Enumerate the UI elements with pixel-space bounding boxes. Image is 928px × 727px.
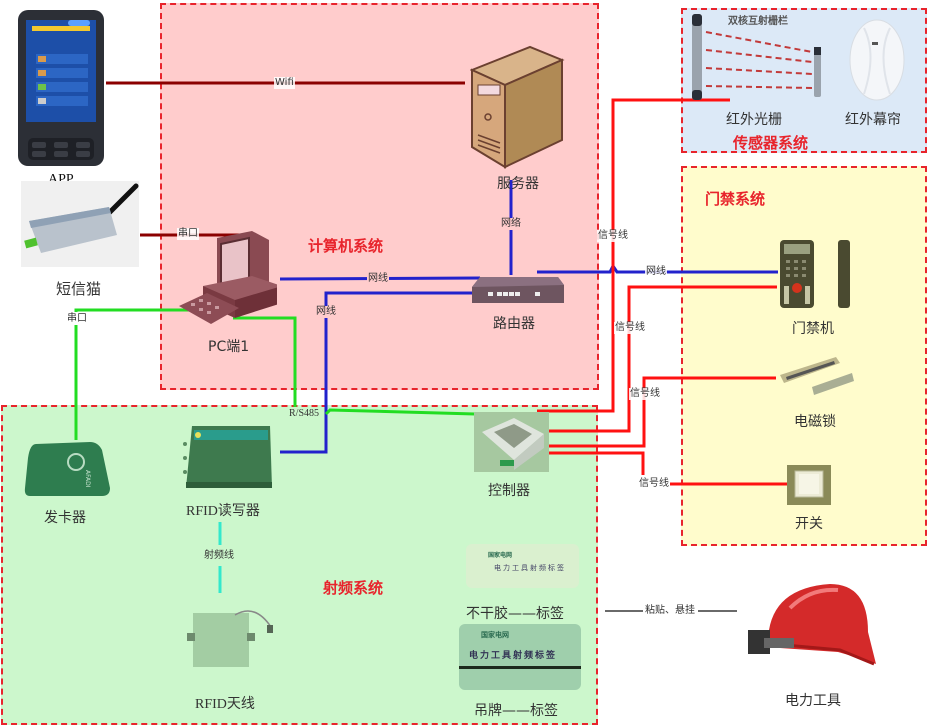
wire-label-signal-2: 信号线 — [614, 322, 646, 334]
switch-device[interactable] — [787, 465, 831, 505]
tag-brand: 国家电网 — [488, 552, 513, 559]
wire-signal-sensor — [537, 98, 730, 413]
zone-title: 传感器系统 — [733, 134, 809, 152]
wire-label-serial-sms: 串口 — [177, 228, 199, 240]
zone-title: 门禁系统 — [705, 190, 766, 208]
tag-text: 电力工具射频标签 — [494, 564, 566, 572]
sms-modem-label: 短信猫 — [56, 280, 102, 298]
mag-lock-icon — [780, 357, 854, 395]
wire-label-rf: 射频线 — [204, 550, 234, 561]
card-issuer-device[interactable]: AFADI — [24, 440, 112, 496]
mag-lock-label: 电磁锁 — [794, 414, 836, 430]
rfid-antenna-label: RFID天线 — [195, 697, 255, 712]
switch-icon — [787, 465, 831, 505]
modem-icon — [24, 183, 139, 253]
wire-label-net-reader: 网线 — [315, 306, 337, 318]
power-tool-device[interactable] — [740, 578, 880, 670]
zone-title: 射频系统 — [323, 579, 384, 597]
wire-signal-lock — [545, 376, 776, 448]
access-machine-device[interactable] — [778, 238, 853, 310]
router-device[interactable] — [470, 275, 565, 305]
wire-label-rs485: R/S485 — [289, 408, 320, 419]
access-machine-label: 门禁机 — [792, 321, 834, 337]
card-issuer-label: 发卡器 — [44, 510, 86, 526]
zone-title: 计算机系统 — [308, 237, 384, 255]
server-device[interactable] — [469, 45, 565, 170]
app-phone-device[interactable] — [16, 8, 106, 168]
ir-curtain-device[interactable] — [848, 14, 906, 102]
ir-grating-icon — [692, 14, 821, 100]
rfid-antenna-device[interactable] — [185, 607, 277, 669]
hang-tag-label: 吊牌——标签 — [474, 703, 558, 719]
router-label: 路由器 — [493, 316, 535, 332]
wire-label-serial-card: 串口 — [67, 313, 87, 324]
wire-label-signal-3: 信号线 — [629, 388, 661, 400]
ir-grating-label: 红外光栅 — [726, 112, 782, 128]
computer-icon — [179, 231, 282, 324]
wire-serial-card — [74, 308, 190, 312]
sms-modem-device[interactable] — [21, 181, 139, 267]
wire-label-net-pc: 网线 — [367, 273, 389, 285]
pc-device[interactable] — [177, 228, 282, 328]
wire-label-net-access: 网线 — [645, 266, 667, 278]
sticker-tag-label: 不干胶——标签 — [466, 606, 564, 622]
wire-label-wifi: Wifi — [274, 77, 295, 89]
controller-device[interactable] — [474, 412, 549, 472]
ir-grating-device[interactable]: 双核互射栅栏 — [688, 12, 823, 102]
wire-label-signal-4: 信号线 — [638, 478, 670, 490]
router-icon — [472, 277, 564, 303]
wire-label-signal-1: 信号线 — [597, 230, 629, 242]
wire-signal-switch — [545, 451, 645, 475]
grating-caption: 双核互射栅栏 — [728, 16, 788, 27]
ir-curtain-icon — [849, 19, 905, 101]
wire-label-attach: 粘贴、悬挂 — [644, 605, 696, 617]
controller-label: 控制器 — [488, 483, 530, 499]
wire-label-net-server: 网络 — [500, 218, 522, 230]
sticker-tag-device[interactable]: 国家电网 电力工具射频标签 — [466, 544, 579, 588]
hang-tag-device[interactable]: 国家电网 电力工具射频标签 — [459, 624, 581, 690]
wire-rs485 — [233, 316, 297, 407]
phone-icon — [18, 10, 104, 166]
svg-text:AFADI: AFADI — [84, 470, 91, 488]
power-tool-label: 电力工具 — [785, 693, 841, 709]
ir-curtain-label: 红外幕帘 — [845, 112, 901, 128]
switch-label: 开关 — [795, 516, 823, 532]
access-machine-icon — [780, 240, 850, 308]
wire-net-reader — [280, 291, 492, 454]
mag-lock-device[interactable] — [778, 355, 858, 395]
rfid-reader-label: RFID读写器 — [186, 504, 260, 519]
server-label: 服务器 — [497, 176, 539, 192]
wire-signal-access — [545, 285, 777, 433]
rfid-antenna-icon — [187, 610, 273, 667]
pc-label: PC端1 — [208, 339, 250, 355]
tag-brand: 国家电网 — [481, 631, 509, 639]
tag-strap — [459, 666, 581, 669]
tag-text: 电力工具射频标签 — [469, 651, 558, 661]
helmet-icon — [748, 584, 876, 666]
controller-icon — [482, 418, 544, 470]
rfid-reader-device[interactable] — [182, 424, 272, 492]
card-issuer-icon: AFADI — [24, 442, 110, 496]
server-icon — [469, 45, 565, 169]
rfid-reader-icon — [183, 426, 272, 488]
